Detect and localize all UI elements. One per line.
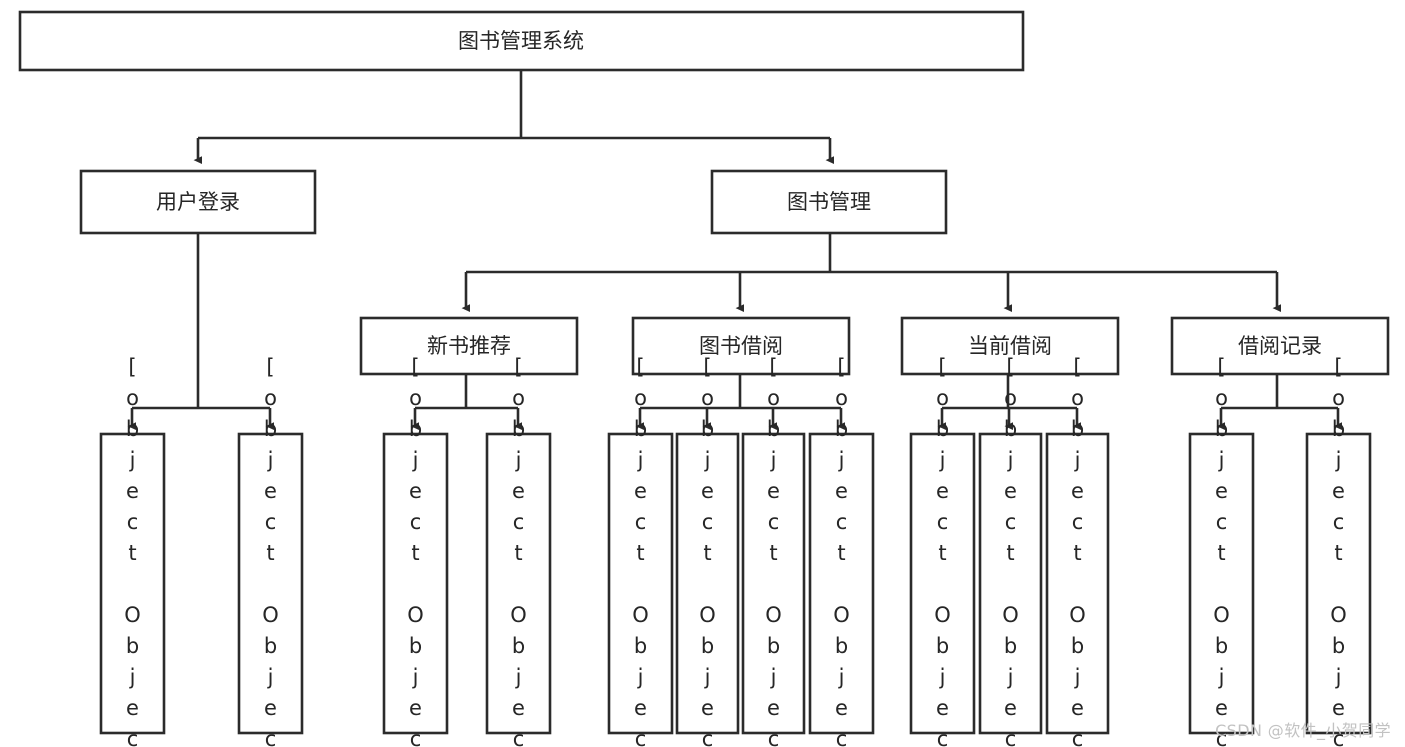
leaf-node[interactable] bbox=[237, 432, 304, 735]
connector-group-borrow-record-to-leaves bbox=[1216, 374, 1343, 431]
leaf-query-book-nb-box[interactable] bbox=[382, 432, 449, 735]
leaf-logout-box[interactable] bbox=[237, 432, 304, 735]
node-root[interactable]: 图书管理系统 bbox=[18, 10, 1025, 72]
leaf-node[interactable] bbox=[382, 432, 449, 735]
leaf-node[interactable] bbox=[808, 432, 875, 735]
node-new-book-recommend-label: 新书推荐 bbox=[427, 334, 511, 358]
leaf-return-book-box[interactable] bbox=[978, 432, 1043, 735]
csdn-watermark: CSDN @软件_小贺同学 bbox=[1215, 721, 1391, 740]
node-new-book-recommend-box[interactable] bbox=[359, 316, 579, 376]
connector-group-book-manage-to-level3 bbox=[461, 233, 1282, 313]
node-book-borrow[interactable]: 图书借阅 bbox=[631, 316, 851, 376]
node-user-login[interactable]: 用户登录 bbox=[79, 169, 317, 235]
node-borrow-record-label: 借阅记录 bbox=[1238, 334, 1322, 358]
leaf-add-book-admin-box[interactable] bbox=[675, 432, 740, 735]
node-current-borrow[interactable]: 当前借阅 bbox=[900, 316, 1120, 376]
leaf-confirm-return-admin-box[interactable] bbox=[1045, 432, 1110, 735]
leaf-query-borrow-record-box[interactable] bbox=[1305, 432, 1372, 735]
connector-group-user-login-to-leaves bbox=[127, 233, 275, 431]
leaf-edit-book-admin-box[interactable] bbox=[741, 432, 806, 735]
node-current-borrow-box[interactable] bbox=[900, 316, 1120, 376]
node-user-login-label: 用户登录 bbox=[156, 190, 240, 214]
connector-group-book-borrow-to-leaves bbox=[635, 374, 846, 431]
node-book-manage-label: 图书管理 bbox=[787, 190, 871, 214]
connector-group-current-borrow-to-leaves bbox=[937, 374, 1082, 431]
node-current-borrow-label: 当前借阅 bbox=[968, 334, 1052, 358]
leaf-query-book-bb-box[interactable] bbox=[607, 432, 674, 735]
leaf-node[interactable] bbox=[909, 432, 976, 735]
connector-group-root-to-level2 bbox=[193, 70, 835, 165]
leaf-node[interactable] bbox=[1188, 432, 1255, 735]
node-new-book-recommend[interactable]: 新书推荐 bbox=[359, 316, 579, 376]
node-book-borrow-box[interactable] bbox=[631, 316, 851, 376]
leaf-node[interactable] bbox=[1305, 432, 1372, 735]
leaf-node[interactable] bbox=[99, 432, 166, 735]
leaf-node[interactable] bbox=[741, 432, 806, 735]
node-root-label: 图书管理系统 bbox=[458, 29, 584, 53]
leaf-query-book-cb-box[interactable] bbox=[909, 432, 976, 735]
leaf-borrow-book-bb-box[interactable] bbox=[808, 432, 875, 735]
node-book-manage-box[interactable] bbox=[710, 169, 948, 235]
leaf-user-login-box[interactable] bbox=[99, 432, 166, 735]
leaf-node[interactable] bbox=[485, 432, 552, 735]
leaf-borrow-book-nb-box[interactable] bbox=[485, 432, 552, 735]
node-borrow-record[interactable]: 借阅记录 bbox=[1170, 316, 1390, 376]
node-user-login-box[interactable] bbox=[79, 169, 317, 235]
node-borrow-record-box[interactable] bbox=[1170, 316, 1390, 376]
node-root-box[interactable] bbox=[18, 10, 1025, 72]
leaf-add-borrow-record-box[interactable] bbox=[1188, 432, 1255, 735]
node-book-borrow-label: 图书借阅 bbox=[699, 334, 783, 358]
node-book-manage[interactable]: 图书管理 bbox=[710, 169, 948, 235]
connector-group-new-book-to-leaves bbox=[410, 374, 523, 431]
leaf-node[interactable] bbox=[978, 432, 1043, 735]
leaf-node[interactable] bbox=[675, 432, 740, 735]
leaf-node[interactable] bbox=[607, 432, 674, 735]
leaf-node[interactable] bbox=[1045, 432, 1110, 735]
